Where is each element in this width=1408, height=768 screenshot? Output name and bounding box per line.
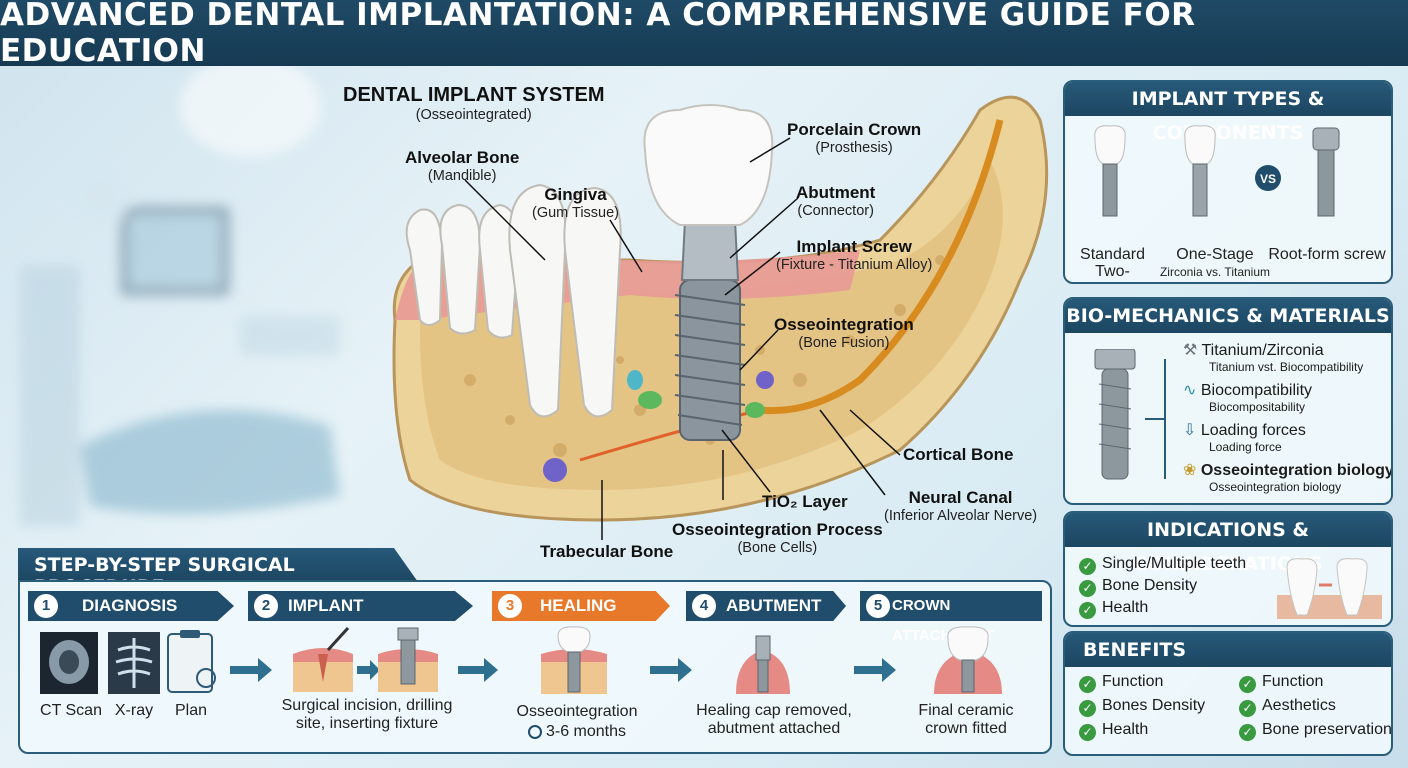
xray-icon — [108, 632, 160, 694]
arrow-icon — [458, 658, 498, 682]
label-abutment: Abutment (Connector) — [796, 183, 876, 219]
neural-canal — [759, 119, 1004, 415]
type-root-form: Root-form screw — [1268, 246, 1386, 263]
check-icon: ✓ — [1079, 676, 1096, 693]
abutment-attach-icon — [736, 635, 790, 694]
label-tio2-layer: TiO₂ Layer — [762, 492, 848, 511]
crown-caption: Final ceramic crown fitted — [918, 702, 1014, 737]
biomechanics-panel: BIO-MECHANICS & MATERIALS ⚒ Titanium/Zir… — [1063, 297, 1393, 505]
check-icon: ✓ — [1079, 724, 1096, 741]
benefits-heading: BENEFITS — [1065, 633, 1391, 667]
benefit-item: ✓Function — [1239, 673, 1323, 693]
diagnosis-plan-label: Plan — [174, 702, 208, 719]
benefit-item: ✓Bones Density — [1079, 697, 1205, 717]
page-title: ADVANCED DENTAL IMPLANTATION: A COMPREHE… — [0, 0, 1196, 69]
label-gingiva: Gingiva (Gum Tissue) — [532, 185, 620, 221]
diagram-heading-sub: (Osseointegrated) — [415, 107, 532, 123]
incision-icon — [293, 626, 353, 692]
check-icon: ✓ — [1079, 602, 1096, 619]
abutment-caption: Healing cap removed, abutment attached — [696, 702, 852, 737]
dental-implant-diagram — [392, 95, 1049, 540]
type-standard: Standard Two-Stage — [1080, 246, 1145, 282]
placement-caption: Surgical incision, drilling site, insert… — [281, 697, 453, 732]
procedure-illustrations — [40, 626, 1002, 694]
pulse-icon: ∿ — [1183, 382, 1197, 399]
cell-icon: ❀ — [1183, 462, 1197, 479]
check-icon: ✓ — [1239, 724, 1256, 741]
standard-implant-icon — [1094, 125, 1126, 217]
healing-caption: Osseointegration 3-6 months — [516, 703, 638, 740]
type-one-stage: One-Stage Zirconia vs. Titanium — [1159, 246, 1271, 279]
label-osseointegration-process: Osseointegration Process (Bone Cells) — [672, 520, 883, 556]
crown-fitted-icon — [934, 626, 1002, 694]
label-neural-canal: Neural Canal (Inferior Alveolar Nerve) — [884, 488, 1038, 524]
procedure-heading-tab: STEP-BY-STEP SURGICAL PROCEDURE — [18, 548, 418, 582]
screw-icon: ⚒ — [1183, 342, 1198, 359]
biomech-item-biocompat: ∿ Biocompatibility Biocompositability — [1183, 382, 1313, 415]
root-form-screw-icon — [1312, 127, 1340, 217]
benefit-item: ✓Bone preservation — [1239, 721, 1391, 741]
indication-item: ✓Health — [1079, 599, 1148, 619]
step-crown-attachment: 5 CROWN ATTACHMENT — [860, 591, 1042, 644]
check-icon: ✓ — [1239, 700, 1256, 717]
arrow-icon — [854, 658, 896, 682]
benefit-item: ✓Aesthetics — [1239, 697, 1336, 717]
fixture-insert-icon — [378, 627, 438, 692]
ct-scan-icon — [40, 632, 98, 694]
label-trabecular-bone: Trabecular Bone — [540, 542, 674, 561]
arrow-icon — [650, 658, 692, 682]
biomechanics-heading: BIO-MECHANICS & MATERIALS — [1065, 299, 1391, 333]
procedure-heading: STEP-BY-STEP SURGICAL PROCEDURE — [34, 554, 295, 582]
natural-teeth — [405, 183, 622, 418]
check-icon: ✓ — [1239, 676, 1256, 693]
healing-implant-icon — [541, 626, 607, 694]
bone-cells — [543, 370, 774, 482]
benefit-item: ✓Function — [1079, 673, 1163, 693]
label-alveolar-bone: Alveolar Bone (Mandible) — [405, 148, 520, 184]
step-diagnosis: 1 DIAGNOSIS — [28, 591, 234, 621]
force-icon: ⇩ — [1183, 422, 1197, 439]
clipboard-icon — [167, 630, 216, 693]
vs-badge — [1255, 165, 1281, 191]
clock-icon — [527, 725, 542, 739]
indications-heading: INDICATIONS & CONSIDERATIONS — [1065, 513, 1391, 575]
diagnosis-xray-label: X-ray — [114, 702, 154, 719]
indication-teeth-icon — [1277, 558, 1382, 619]
vs-text: VS — [1260, 172, 1276, 186]
benefit-item: ✓Health — [1079, 721, 1148, 741]
diagnosis-ct-label: CT Scan — [40, 702, 102, 719]
arrow-icon — [357, 660, 380, 680]
biomech-item-loading: ⇩ Loading forces Loading force — [1183, 422, 1306, 455]
step-abutment: 4 ABUTMENT — [686, 591, 846, 621]
indication-item: ✓Bone Density — [1079, 577, 1197, 597]
check-icon: ✓ — [1079, 700, 1096, 717]
implant-fixture — [674, 279, 746, 441]
arrow-icon — [230, 658, 272, 682]
title-bar: ADVANCED DENTAL IMPLANTATION: A COMPREHE… — [0, 0, 1408, 69]
implant-types-icons: VS — [1094, 125, 1340, 217]
step-implant-placement: 2 IMPLANT PLACEMENT — [248, 591, 473, 621]
label-cortical-bone: Cortical Bone — [903, 445, 1014, 464]
benefits-panel: BENEFITS ✓Function ✓Bones Density ✓Healt… — [1063, 631, 1393, 756]
label-porcelain-crown: Porcelain Crown (Prosthesis) — [787, 120, 922, 156]
diagram-heading: DENTAL IMPLANT SYSTEM (Osseointegrated) — [343, 84, 605, 123]
one-stage-implant-icon — [1184, 125, 1216, 217]
implant-types-heading: IMPLANT TYPES & COMPONENTS — [1065, 82, 1391, 144]
abutment-shape — [680, 219, 740, 281]
label-implant-screw: Implant Screw (Fixture - Titanium Alloy) — [776, 237, 933, 273]
check-icon: ✓ — [1079, 580, 1096, 597]
label-osseointegration: Osseointegration (Bone Fusion) — [774, 315, 914, 351]
implant-types-panel: IMPLANT TYPES & COMPONENTS VS Standard T… — [1063, 80, 1393, 284]
indication-item: ✓Single/Multiple teeth — [1079, 555, 1246, 575]
clinic-background — [20, 66, 340, 526]
check-icon: ✓ — [1079, 558, 1096, 575]
indications-panel: INDICATIONS & CONSIDERATIONS ✓Single/Mul… — [1063, 511, 1393, 627]
biomech-implant-icon — [1094, 349, 1166, 480]
biomech-item-biology: ❀ Osseointegration biology Osseointegrat… — [1183, 462, 1393, 495]
step-healing: 3 HEALING — [492, 591, 670, 621]
porcelain-crown — [643, 104, 774, 226]
biomech-item-materials: ⚒ Titanium/Zirconia Titanium vst. Biocom… — [1183, 342, 1364, 375]
